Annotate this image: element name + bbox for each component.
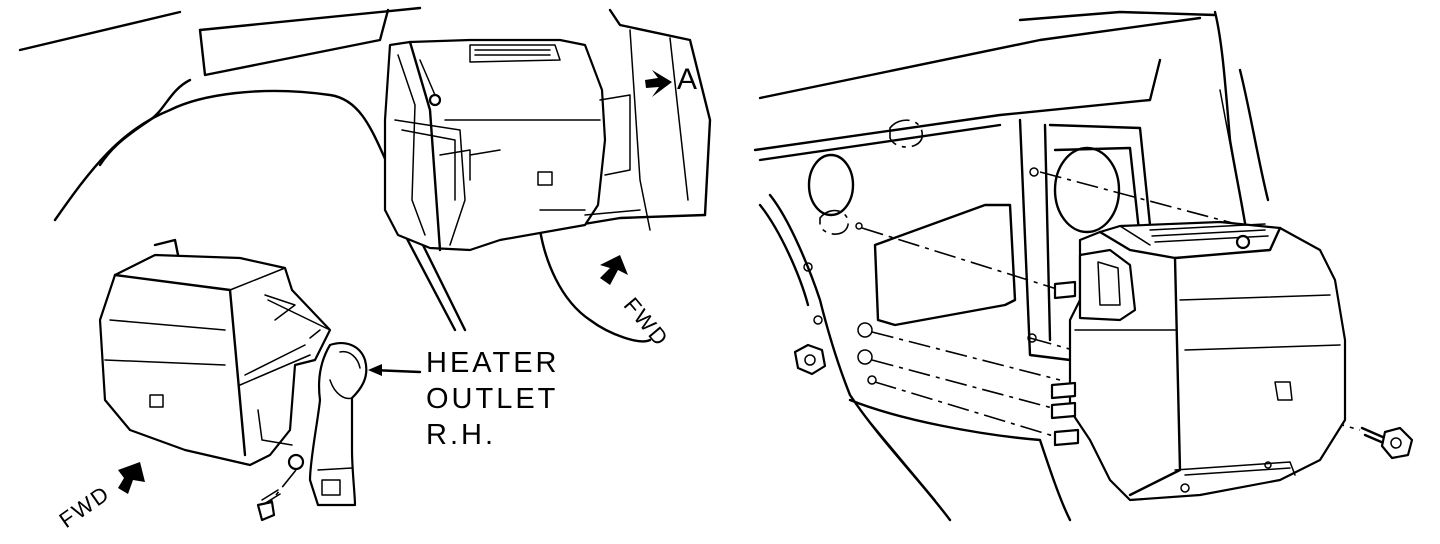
clip-2 [1027, 333, 1037, 343]
bolt-hole-2 [857, 322, 873, 338]
firewall-right-wall2 [1043, 123, 1052, 342]
dash-curve-left [98, 78, 192, 167]
support-rod [403, 233, 457, 332]
leader-tick [309, 329, 321, 339]
dash-right-edge-inner [629, 29, 651, 231]
align-line-2 [861, 227, 1061, 291]
clip-4 [813, 315, 823, 325]
hidden-hole-2 [819, 209, 849, 235]
right-view [753, 10, 1414, 522]
dash-panel-outline [198, 8, 390, 77]
fwd-arrow-bottom [118, 462, 145, 494]
studs [1050, 280, 1080, 447]
align-line-4 [871, 359, 1061, 411]
firewall-hole-left [807, 153, 855, 217]
heater-outlet-line-3: R.H. [426, 419, 496, 451]
hidden-hole-1 [889, 119, 923, 148]
floor-line [859, 409, 936, 501]
cowl-edge [1018, 10, 1217, 22]
firewall-right-wall [1018, 118, 1072, 362]
firewall-top2 [758, 123, 1002, 162]
dash-right-edge-inner2 [669, 37, 689, 201]
align-line-5 [874, 381, 1061, 439]
bolt-hole-4 [867, 375, 877, 385]
pillar-inner [1219, 89, 1236, 171]
dash-top-line [18, 10, 182, 52]
align-line-1 [1039, 171, 1241, 226]
dash-lower-right [538, 228, 652, 343]
view-a-label: A [677, 63, 701, 96]
firewall-left2 [758, 203, 810, 307]
fwd-arrow-top [600, 255, 628, 285]
heater-duct-removed [98, 238, 332, 467]
cowl-top-line [758, 16, 1202, 100]
heater-outlet-line-1: HEATER [426, 347, 560, 379]
clip-1 [1029, 167, 1039, 177]
floor-curve [848, 398, 1072, 522]
pillar-right [1238, 68, 1270, 202]
bolt-hole-1 [855, 222, 863, 230]
nut-left [793, 343, 827, 376]
firewall-left [768, 193, 952, 522]
left-view [18, 6, 712, 522]
opening-top [1048, 123, 1152, 227]
screw-left [256, 469, 297, 522]
heater-outlet-line-2: OUTLET [426, 383, 559, 415]
dash-right-edge [608, 8, 712, 217]
bolt-hole-3 [857, 349, 873, 365]
view-arrow-a [645, 70, 672, 97]
support-rod-2 [416, 233, 467, 332]
heater-housing-right [1050, 220, 1347, 502]
firewall-hole-large [1053, 146, 1121, 234]
dash-upper-edge [198, 6, 422, 32]
heater-outlet-rh [287, 342, 368, 507]
cutout-window [873, 203, 1017, 327]
heater-duct-installed [383, 38, 641, 252]
leader-arrowhead [368, 364, 382, 376]
firewall-top [753, 58, 1162, 152]
clip-3 [803, 262, 813, 272]
heater-outlet-label: HEATER OUTLET R.H. [426, 345, 559, 453]
align-line-3 [871, 331, 1061, 381]
screw-right [1360, 426, 1414, 460]
